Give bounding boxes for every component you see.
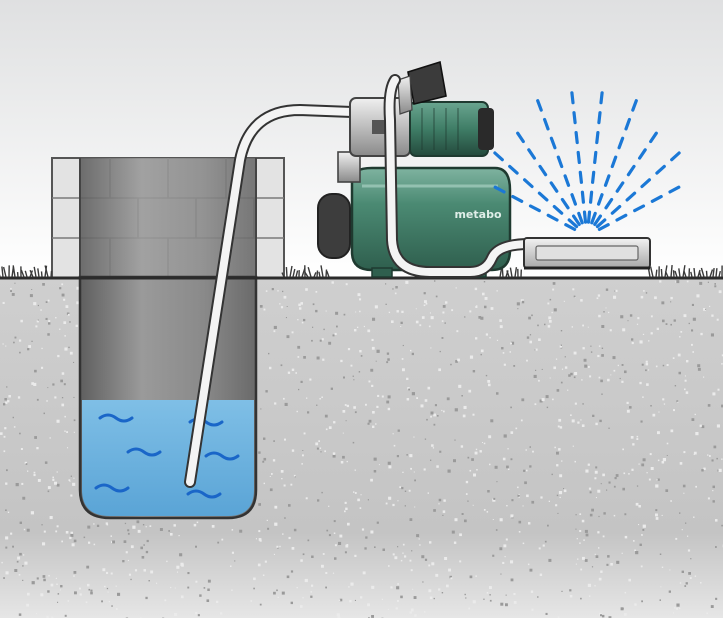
well-water: [82, 400, 254, 516]
brand-label: metabo: [454, 208, 501, 221]
suction-hose: [184, 103, 358, 488]
ground-surface: [0, 265, 723, 280]
sprinkler: [523, 237, 651, 270]
pressure-hose: [383, 74, 536, 278]
brick-well-wall: [51, 157, 285, 279]
water-spray: [493, 91, 681, 231]
